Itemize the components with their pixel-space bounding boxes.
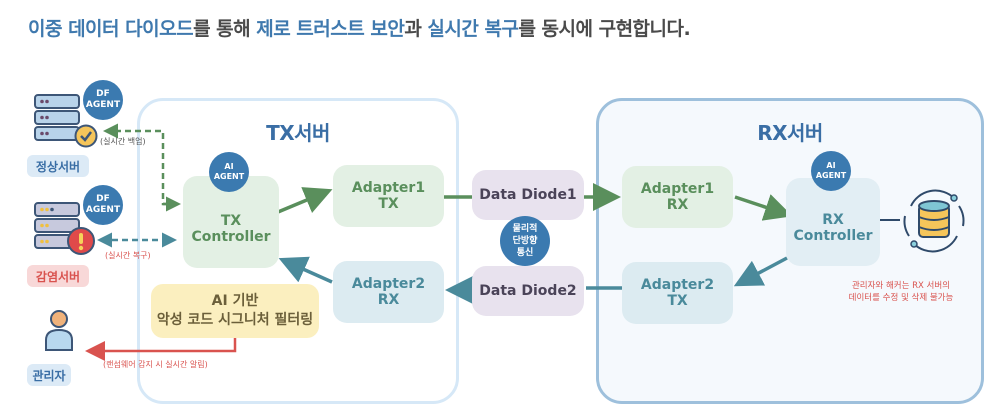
headline-part: 를 통해 xyxy=(193,18,257,40)
rx-warning-line2: 데이터를 수정 및 삭제 불가능 xyxy=(848,293,954,303)
ai-filter-line1: AI 기반 xyxy=(211,293,259,309)
adapter1-rx[interactable]: Adapter1 RX xyxy=(622,166,733,228)
ai-agent-badge: AI AGENT xyxy=(811,151,851,191)
ai-signature-filter[interactable]: AI 기반 악성 코드 시그니처 필터링 xyxy=(151,284,319,338)
adapter2-rx[interactable]: Adapter2 RX xyxy=(333,261,444,323)
headline-part: 를 동시에 구현합니다. xyxy=(518,18,691,40)
alert-label: (랜섬웨어 감지 시 실시간 알림) xyxy=(103,360,208,369)
one-way-badge: 물리적 단방향 통신 xyxy=(500,216,550,266)
rx-warning-line1: 관리자와 해커는 RX 서버의 xyxy=(851,281,951,291)
adapter2-tx-line1: Adapter2 xyxy=(640,277,715,293)
data-diode-1[interactable]: Data Diode1 xyxy=(472,170,584,220)
adapter2-rx-line1: Adapter2 xyxy=(351,276,426,292)
adapter1-tx-line1: Adapter1 xyxy=(351,180,426,196)
tx-server-title: TX서버 xyxy=(266,121,330,145)
rx-controller-line2: Controller xyxy=(793,228,873,244)
df-agent-badge: DF AGENT xyxy=(83,80,123,120)
rx-controller-line1: RX xyxy=(822,212,844,228)
rx-server-title: RX서버 xyxy=(757,121,823,145)
recovery-label: (실시간 복구) xyxy=(105,251,151,260)
arrow-adapter1rx-rxctrl xyxy=(734,194,793,221)
admin-label: 관리자 xyxy=(27,364,71,386)
page-headline: 이중 데이터 다이오드를 통해 제로 트러스트 보안과 실시간 복구를 동시에 … xyxy=(28,14,691,41)
adapter2-tx-line2: TX xyxy=(667,293,688,309)
headline-part: 실시간 복구 xyxy=(427,18,519,40)
tx-server-panel xyxy=(137,98,459,404)
tx-controller-line1: TX xyxy=(220,213,242,229)
infected-server-icon xyxy=(33,200,89,260)
database-sync-icon xyxy=(899,188,969,258)
headline-part: 과 xyxy=(404,18,428,40)
arrow-rxctrl-adapter2tx xyxy=(733,256,788,287)
ai-filter-line2: 악성 코드 시그니처 필터링 xyxy=(156,312,314,328)
ai-agent-badge: AI AGENT xyxy=(209,152,249,192)
backup-label: (실시간 백업) xyxy=(100,137,146,146)
headline-part: 제로 트러스트 보안 xyxy=(256,18,405,40)
tx-controller-line2: Controller xyxy=(191,229,271,245)
adapter1-tx[interactable]: Adapter1 TX xyxy=(333,165,444,227)
check-icon xyxy=(74,124,98,152)
normal-server-label: 정상서버 xyxy=(27,155,89,177)
user-icon xyxy=(42,308,76,358)
rx-controller[interactable]: RX Controller xyxy=(786,178,880,266)
alert-icon xyxy=(66,226,96,260)
data-diode-2[interactable]: Data Diode2 xyxy=(472,266,584,316)
arrow-txctrl-adapter1 xyxy=(277,187,333,214)
rx-warning-text: 관리자와 해커는 RX 서버의 데이터를 수정 및 삭제 불가능 xyxy=(836,280,966,304)
normal-server-icon xyxy=(33,92,89,152)
adapter1-rx-line2: RX xyxy=(666,197,689,213)
adapter2-rx-line2: RX xyxy=(377,292,400,308)
infected-server-label: 감염서버 xyxy=(27,265,89,287)
adapter2-tx[interactable]: Adapter2 TX xyxy=(622,262,733,324)
headline-part: 이중 데이터 다이오드 xyxy=(28,18,194,40)
adapter1-tx-line2: TX xyxy=(378,196,399,212)
adapter1-rx-line1: Adapter1 xyxy=(640,181,715,197)
arrow-adapter2rx-txctrl xyxy=(278,256,333,284)
df-agent-badge: DF AGENT xyxy=(83,185,123,225)
